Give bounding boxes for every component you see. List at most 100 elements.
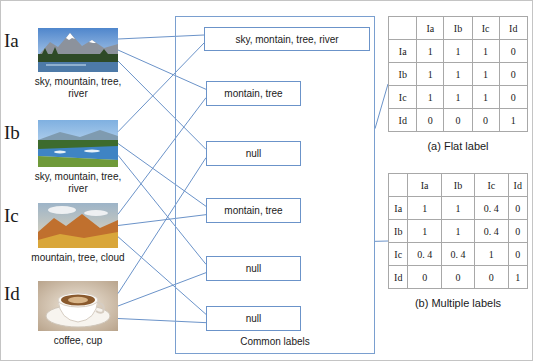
cell-value: 0 bbox=[428, 115, 433, 126]
cell-value: Ic bbox=[394, 249, 402, 260]
label-text: montain, tree bbox=[224, 205, 282, 216]
cell-value: 0 bbox=[511, 92, 516, 103]
matrix-cell: Ib bbox=[441, 174, 474, 197]
cell-value: Ib bbox=[454, 23, 462, 34]
connector bbox=[118, 98, 206, 215]
connector bbox=[118, 215, 206, 226]
image-id: Ic bbox=[4, 205, 19, 227]
group-box: Common labelssky, montain, tree, rivermo… bbox=[175, 16, 375, 354]
connector-line bbox=[118, 215, 206, 226]
matrix-cell: 1 bbox=[408, 197, 441, 220]
cup-handle bbox=[96, 303, 104, 313]
rapids bbox=[84, 150, 100, 153]
matrix-cell: 0. 4 bbox=[441, 243, 474, 266]
connector bbox=[118, 273, 206, 306]
connector-line bbox=[118, 158, 206, 294]
cell-value: 0 bbox=[455, 115, 460, 126]
trees bbox=[42, 47, 108, 54]
cell-value: 0. 4 bbox=[417, 249, 432, 260]
cell-value: 1 bbox=[515, 272, 520, 283]
table-top bbox=[38, 281, 118, 331]
matrix-row: Ib1110 bbox=[389, 63, 528, 86]
matrix-cell: 1 bbox=[408, 220, 441, 243]
connector-line bbox=[118, 319, 206, 323]
cell-value: 0 bbox=[515, 226, 520, 237]
label-box: montain, tree bbox=[206, 81, 301, 106]
connector bbox=[118, 158, 206, 294]
label-text: null bbox=[246, 313, 262, 324]
cell-value: Ib bbox=[394, 226, 402, 237]
foam bbox=[68, 297, 88, 303]
matrix-cell: Ia bbox=[408, 174, 441, 197]
image-caption: sky, mountain, tree, river bbox=[30, 76, 126, 100]
connector bbox=[118, 50, 206, 89]
cell-value: Ia bbox=[399, 46, 407, 57]
cell-value: 1 bbox=[455, 92, 460, 103]
cell-value: 1 bbox=[483, 69, 488, 80]
matrix-cell bbox=[389, 174, 408, 197]
matrix-table: IaIbIcIdIa1110Ib1110Ic1110Id0001(a) Flat… bbox=[388, 16, 528, 152]
matrix-cell: 1 bbox=[444, 63, 472, 86]
connector bbox=[375, 84, 388, 129]
matrix-cell: 1 bbox=[472, 86, 499, 109]
label-box: null bbox=[206, 306, 301, 331]
matrix-cell: Ib bbox=[444, 17, 472, 40]
matrix-cell: 0 bbox=[508, 243, 528, 266]
cell-value: 1 bbox=[483, 46, 488, 57]
matrix-cell: Id bbox=[389, 109, 417, 132]
connector-line bbox=[118, 144, 206, 207]
cell-value: 0 bbox=[515, 249, 520, 260]
matrix-row: Ic 1 1 1 0 bbox=[389, 86, 528, 109]
matrix-cell: Ia bbox=[389, 197, 408, 220]
connector bbox=[118, 144, 206, 207]
matrix-cell: 1 bbox=[472, 63, 499, 86]
matrix-cell: 1 bbox=[444, 86, 472, 109]
matrix-cell: Ic bbox=[389, 86, 417, 109]
matrix-cell: 1 bbox=[417, 63, 444, 86]
table-caption: (b) Multiple labels bbox=[388, 297, 528, 309]
cell-value: 0 bbox=[511, 46, 516, 57]
matrix-cell: 0 bbox=[472, 109, 499, 132]
cell-value: 1 bbox=[422, 203, 427, 214]
cell-value: Id bbox=[509, 23, 517, 34]
matrix-table: IaIbIcIdIa110. 40Ib110. 40Ic0. 40. 410Id… bbox=[388, 173, 528, 309]
cell-value: 1 bbox=[455, 226, 460, 237]
cell-value: 1 bbox=[455, 69, 460, 80]
cell-value: Ic bbox=[487, 180, 495, 191]
cell-value: Ib bbox=[454, 180, 462, 191]
cell-value: 0 bbox=[515, 203, 520, 214]
cell-value: Id bbox=[399, 115, 407, 126]
trees bbox=[38, 232, 118, 248]
label-box: montain, tree bbox=[206, 198, 301, 223]
matrix-cell: 0 bbox=[475, 266, 508, 289]
matrix-cell: 1 bbox=[444, 40, 472, 63]
cell-value: 0 bbox=[511, 69, 516, 80]
matrix-cell: 0 bbox=[508, 220, 528, 243]
label-text: null bbox=[246, 148, 262, 159]
cell-value: Id bbox=[394, 272, 402, 283]
cell-value: 1 bbox=[428, 92, 433, 103]
trees bbox=[38, 54, 118, 62]
label-text: sky, montain, tree, river bbox=[235, 34, 338, 45]
cell-value: 0 bbox=[483, 115, 488, 126]
cell-value: Ic bbox=[482, 23, 490, 34]
matrix-cell: 1 bbox=[508, 266, 528, 289]
cell-value: 1 bbox=[428, 46, 433, 57]
cell-value: 1 bbox=[483, 92, 488, 103]
image-id: Id bbox=[4, 283, 20, 305]
image-node: Ibsky, mountain, tree, river bbox=[38, 120, 118, 167]
connector bbox=[118, 237, 206, 315]
matrix-cell: Id bbox=[508, 174, 528, 197]
sky bbox=[38, 203, 118, 248]
connector bbox=[375, 241, 388, 242]
connector bbox=[118, 35, 204, 39]
matrix-grid: IaIbIcIdIa1110Ib1110Ic1110Id0001 bbox=[388, 16, 528, 132]
matrix-row: Ib110. 40 bbox=[389, 220, 528, 243]
image-node: Idcoffee, cup bbox=[38, 281, 118, 331]
matrix-cell: 1 bbox=[499, 109, 528, 132]
matrix-cell: 1 bbox=[441, 197, 474, 220]
matrix-row: Ia1110 bbox=[389, 40, 528, 63]
matrix-row: Id0001 bbox=[389, 109, 528, 132]
image-caption: coffee, cup bbox=[30, 335, 126, 347]
